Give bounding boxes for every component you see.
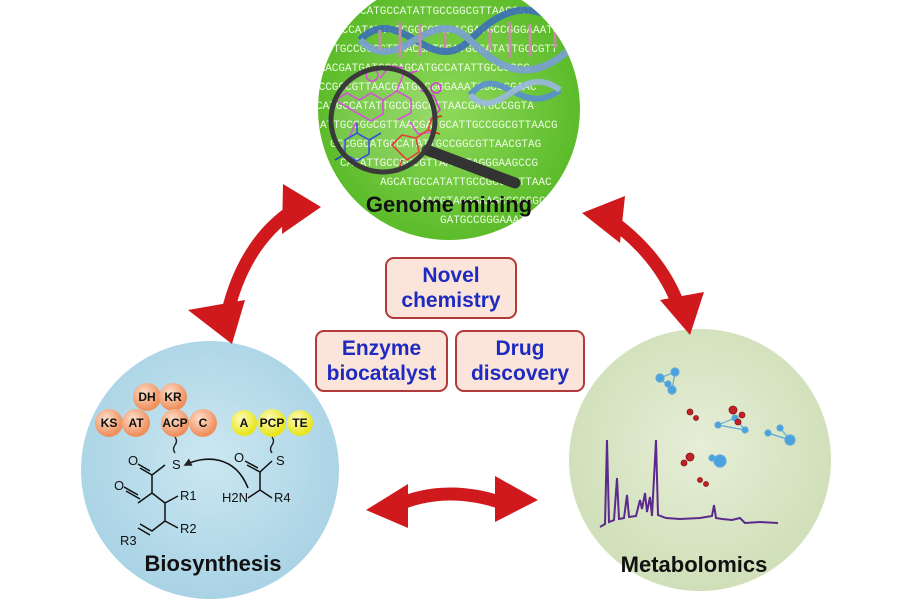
domain-pcp: PCP (258, 409, 286, 437)
enzyme-biocatalyst-line1: Enzyme (341, 337, 422, 360)
blue-molecule (334, 123, 382, 162)
amino-acid-structure (244, 460, 273, 499)
oxygen-label: O (128, 453, 138, 468)
novel-chemistry-line1: Novel (422, 264, 480, 287)
metabolomics-circle (569, 329, 831, 591)
dna-line: AGCATGCCATATTGCCGGGCGTTAAC (380, 177, 552, 189)
metabolomics-label: Metabolomics (621, 552, 768, 577)
svg-text:KS: KS (101, 416, 118, 430)
arrowhead (366, 484, 408, 528)
dna-helix (357, 6, 580, 106)
svg-text:AT: AT (128, 416, 144, 430)
svg-text:A: A (240, 416, 249, 430)
r2-label: R2 (180, 521, 197, 536)
sulfur-label: S (276, 453, 285, 468)
sulfur-label: S (172, 457, 181, 472)
svg-text:TE: TE (292, 416, 307, 430)
biosynthesis-label: Biosynthesis (145, 551, 282, 576)
domain-a: A (231, 410, 257, 436)
biosynthesis-node: DH KR KS AT ACP C A PCP TE S O O R1 R2 R… (81, 341, 339, 599)
amine-label: H2N (222, 490, 248, 505)
arrowhead (582, 196, 625, 243)
oxygen-label: O (114, 478, 124, 493)
arrowhead (282, 184, 321, 234)
molecular-network (655, 367, 796, 487)
arrowhead (495, 476, 538, 522)
genome-mining-label: Genome mining (366, 192, 532, 217)
drug-discovery-line2: discovery (470, 362, 570, 385)
arrowhead (660, 292, 704, 335)
svg-text:C: C (199, 416, 208, 430)
arrowhead (188, 300, 245, 344)
metabolomics-node: Metabolomics (569, 329, 831, 591)
enzyme-biocatalyst-line2: biocatalyst (326, 362, 437, 385)
novel-chemistry-line2: chemistry (401, 289, 501, 312)
dna-line: ATTGCCGGCGTTAACGATGCATTGCCGGCGTTAACG (320, 120, 558, 132)
magenta-molecule (333, 65, 442, 137)
dna-line: CATATTGCCGGCGTTAACGTAGGGAAGCCG (340, 158, 538, 170)
domain-c: C (189, 409, 217, 437)
domain-te: TE (287, 410, 313, 436)
red-molecule (390, 115, 443, 173)
arrow-biosynthesis-metabolomics (366, 476, 538, 528)
acp-tether (172, 436, 178, 454)
pcp-tether (269, 436, 275, 454)
r1-label: R1 (180, 488, 197, 503)
oxygen-label: O (234, 450, 244, 465)
r3-label: R3 (120, 533, 137, 548)
nrps-domains: A PCP TE (231, 409, 313, 437)
genome-mining-node: CATGCCATATTGCCGGCGTTAACGATGCC GCCATATTGC… (312, 0, 580, 240)
dna-line: GCCGGCATGCCATATTGCCGGCGTTAACGTAG (330, 139, 541, 151)
r4-label: R4 (274, 490, 291, 505)
magnifier-icon (328, 65, 521, 189)
domain-kr: KR (159, 383, 187, 411)
svg-text:PCP: PCP (260, 416, 285, 430)
domain-dh: DH (133, 383, 161, 411)
drug-discovery-line1: Drug (495, 337, 545, 360)
arrow-genome-biosynthesis (188, 184, 321, 344)
svg-text:KR: KR (164, 390, 182, 404)
domain-ks: KS (95, 409, 123, 437)
pks-domains: DH KR KS AT ACP C (95, 383, 217, 437)
domain-acp: ACP (161, 409, 189, 437)
reaction-arrow (183, 458, 249, 489)
dna-line: TAACGATGATGCCAGCATGCCATATTGCCGGCG (312, 63, 530, 75)
domain-at: AT (122, 409, 150, 437)
arrow-genome-metabolomics (582, 196, 704, 335)
dna-line: AACGTAGGGAAGCCCCGGCCC (420, 196, 559, 208)
svg-text:ACP: ACP (162, 416, 187, 430)
svg-text:DH: DH (138, 390, 155, 404)
mass-spectrum-trace (599, 439, 779, 528)
